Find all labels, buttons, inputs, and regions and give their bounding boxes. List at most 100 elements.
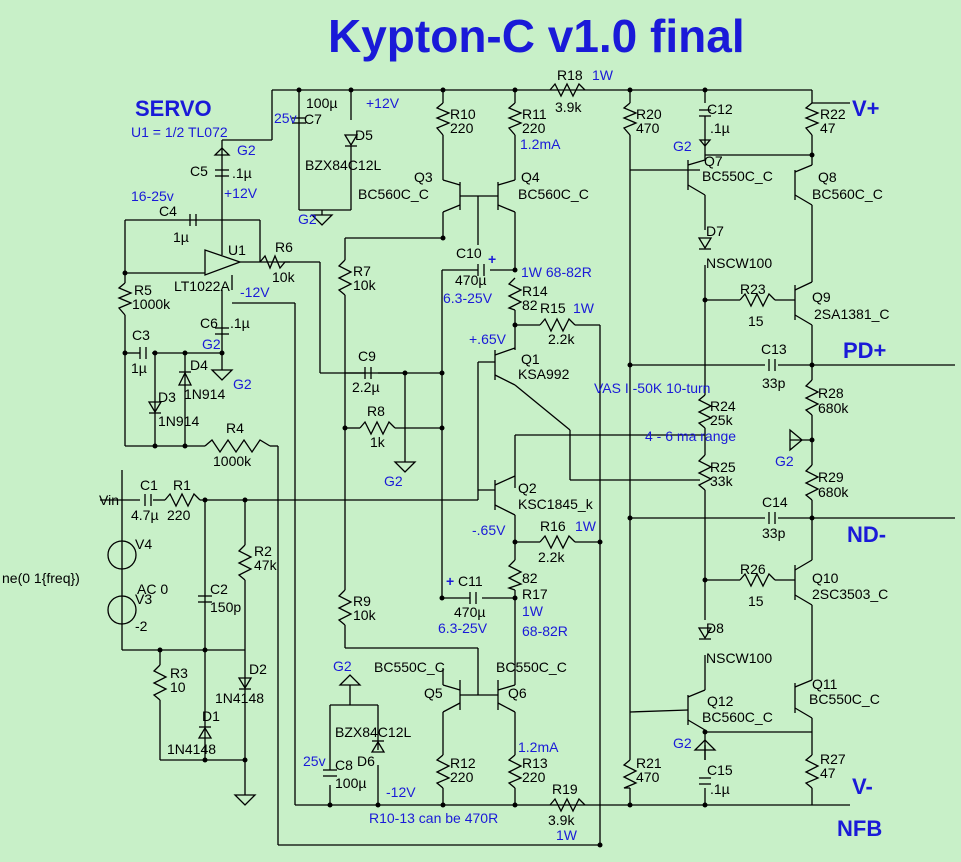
r10-13-note: R10-13 can be 470R xyxy=(369,810,498,826)
r20-label: R20 xyxy=(636,106,662,122)
v4-ac-value: AC 0 xyxy=(137,581,168,597)
v-minus-label: V- xyxy=(852,774,873,799)
r23-value: 15 xyxy=(748,313,764,329)
q4-value: BC560C_C xyxy=(518,186,589,202)
vin-label: Vin xyxy=(99,492,119,508)
d4-value: 1N914 xyxy=(184,386,225,402)
q6-label: Q6 xyxy=(508,685,527,701)
g2-c15: G2 xyxy=(673,735,692,751)
g2-r28: G2 xyxy=(775,453,794,469)
q5-value: BC550C_C xyxy=(374,659,445,675)
c11-value: 470µ xyxy=(454,604,485,620)
r8-value: 1k xyxy=(370,434,386,450)
r13-current: 1.2mA xyxy=(518,739,559,755)
r15-value: 2.2k xyxy=(548,331,575,347)
c13-value: 33p xyxy=(762,375,786,391)
r1-label: R1 xyxy=(173,477,191,493)
r10-value: 220 xyxy=(450,120,474,136)
q9-value: 2SA1381_C xyxy=(814,306,890,322)
r23-label: R23 xyxy=(740,281,766,297)
capacitors xyxy=(139,109,776,785)
r19-value: 3.9k xyxy=(548,812,575,828)
g2-r8: G2 xyxy=(384,473,403,489)
voltage-sources xyxy=(107,540,137,625)
d2-value: 1N4148 xyxy=(215,690,264,706)
g2-d6: G2 xyxy=(333,658,352,674)
r27-value: 47 xyxy=(820,765,836,781)
minus12v-servo: -12V xyxy=(240,284,270,300)
c3-value: 1µ xyxy=(131,360,147,376)
r25-label: R25 xyxy=(710,459,736,475)
d4-label: D4 xyxy=(190,357,208,373)
d1-value: 1N4148 xyxy=(167,741,216,757)
q7-value: BC550C_C xyxy=(702,168,773,184)
q2-value: KSC1845_k xyxy=(518,496,594,512)
c3-label: C3 xyxy=(132,327,150,343)
r18-label: R18 xyxy=(557,67,583,83)
u1-value: LT1022A xyxy=(174,278,230,294)
c13-label: C13 xyxy=(761,341,787,357)
r16-watt: 1W xyxy=(575,518,597,534)
r17-watt: 1W xyxy=(522,603,544,619)
r7-label: R7 xyxy=(353,263,371,279)
r22-value: 47 xyxy=(820,120,836,136)
d8-value: NSCW100 xyxy=(706,650,772,666)
page-title: Kypton-C v1.0 final xyxy=(328,10,745,62)
junction-dots xyxy=(122,87,815,848)
c10-rating: 6.3-25V xyxy=(443,290,493,306)
r24-label: R24 xyxy=(710,398,736,414)
r16-label: R16 xyxy=(540,518,566,534)
c8-label: C8 xyxy=(335,757,353,773)
q11-value: BC550C_C xyxy=(809,691,880,707)
q6-value: BC550C_C xyxy=(496,659,567,675)
g2-c5: G2 xyxy=(237,142,256,158)
r24-value: 25k xyxy=(710,412,734,428)
c11-plus: + xyxy=(446,573,454,589)
r17-value: 82 xyxy=(522,570,538,586)
r12-label: R12 xyxy=(450,755,476,771)
c7-value: 100µ xyxy=(306,95,337,111)
pd-plus-label: PD+ xyxy=(843,338,886,363)
r2-value: 47k xyxy=(254,557,278,573)
c5-value: .1µ xyxy=(232,165,252,181)
c10-plus: + xyxy=(488,251,496,267)
r5-value: 1000k xyxy=(132,296,171,312)
g2-c6: G2 xyxy=(202,336,221,352)
r9-value: 10k xyxy=(353,607,377,623)
q9-label: Q9 xyxy=(812,289,831,305)
r6-value: 10k xyxy=(272,269,296,285)
r19-watt: 1W xyxy=(556,827,578,843)
r5-label: R5 xyxy=(134,282,152,298)
r29-value: 680k xyxy=(818,484,849,500)
r13-label: R13 xyxy=(522,755,548,771)
servo-heading: SERVO xyxy=(135,96,212,121)
d6-label: D6 xyxy=(357,753,375,769)
r26-value: 15 xyxy=(748,593,764,609)
d7-label: D7 xyxy=(706,223,724,239)
c9-label: C9 xyxy=(358,348,376,364)
c7-label: C7 xyxy=(304,111,322,127)
c12-label: C12 xyxy=(707,101,733,117)
c4-value: 1µ xyxy=(173,229,189,245)
bias-plus065: +.65V xyxy=(469,331,507,347)
c10-label: C10 xyxy=(456,245,482,261)
r4-value: 1000k xyxy=(213,453,252,469)
vas-note: VAS I -50K 10-turn xyxy=(594,380,710,396)
plus12v-top: +12V xyxy=(366,95,400,111)
r19-label: R19 xyxy=(552,781,578,797)
g2-servo: G2 xyxy=(233,376,252,392)
r2-label: R2 xyxy=(254,543,272,559)
range-note: 4 - 6 ma range xyxy=(645,428,736,444)
r4-label: R4 xyxy=(226,420,244,436)
q2-label: Q2 xyxy=(518,480,537,496)
plus12v-servo: +12V xyxy=(224,185,258,201)
sine-source-value: ne(0 1{freq}) xyxy=(2,570,80,586)
diodes xyxy=(147,134,713,753)
c14-value: 33p xyxy=(762,525,786,541)
r26-label: R26 xyxy=(740,561,766,577)
rating-16-25v: 16-25v xyxy=(131,188,174,204)
g2-q7: G2 xyxy=(673,138,692,154)
q3-label: Q3 xyxy=(414,169,433,185)
d5-value: BZX84C12L xyxy=(305,157,381,173)
